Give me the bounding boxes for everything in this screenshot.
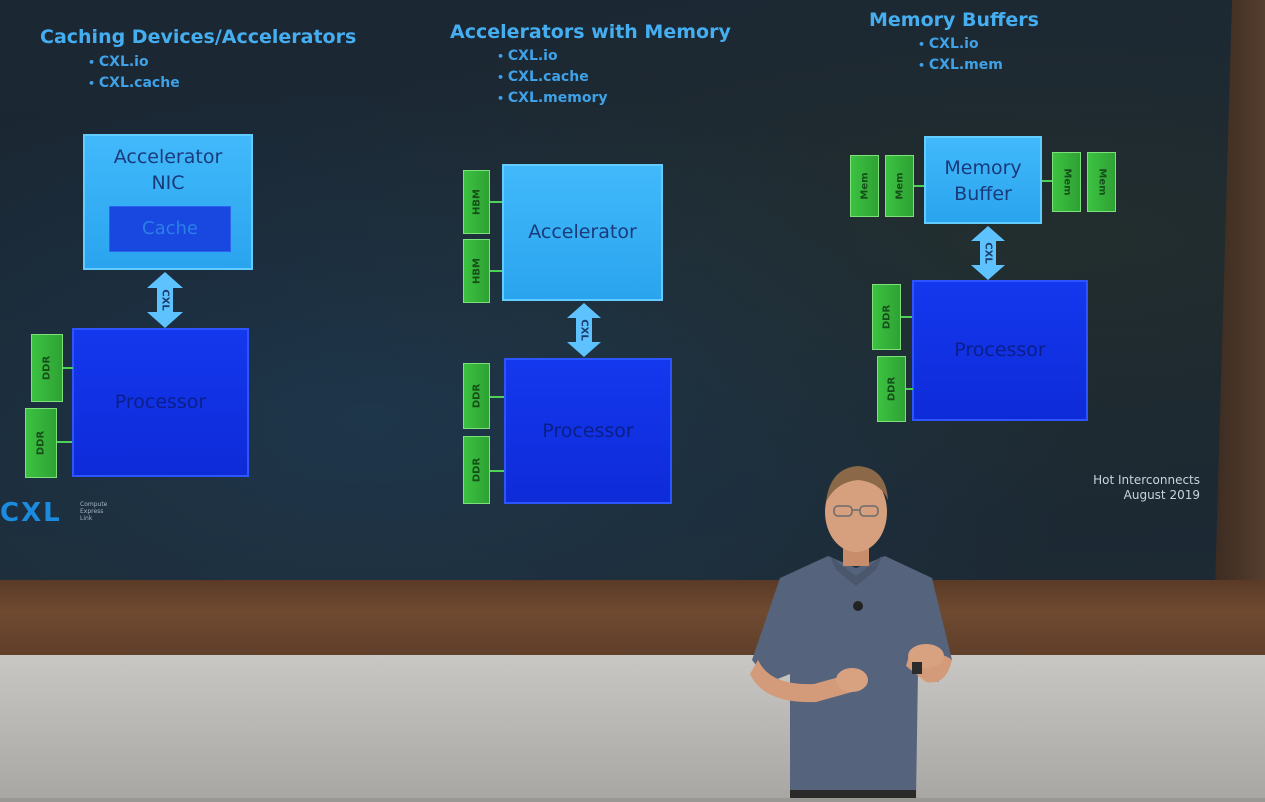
double-arrow-icon xyxy=(567,303,601,357)
module-connector xyxy=(490,470,504,472)
stage-back-wall xyxy=(0,655,1265,798)
cxl-link-arrow: CXL xyxy=(566,303,602,357)
module-label: HBM xyxy=(471,189,482,215)
speaker-silhouette xyxy=(750,466,952,798)
event-caption: Hot Interconnects August 2019 xyxy=(1060,473,1200,503)
module-connector xyxy=(914,185,924,187)
cxl-link-label: CXL xyxy=(159,289,171,311)
cxl-link-label: CXL xyxy=(982,242,994,264)
module-connector xyxy=(490,396,504,398)
ddr-module: DDR xyxy=(31,334,63,402)
module-label: DDR xyxy=(471,457,482,483)
module-label: DDR xyxy=(886,376,897,402)
logo-subtitle: Compute Express Link xyxy=(80,501,107,522)
bullet-list-memory-buffers: CXL.io CXL.mem xyxy=(918,34,1003,76)
module-label: Mem xyxy=(1096,168,1107,196)
memory-buffer-block: Memory Buffer xyxy=(924,136,1042,224)
block-label: Buffer xyxy=(954,183,1012,205)
hbm-module: HBM xyxy=(463,170,490,234)
module-connector xyxy=(490,270,502,272)
ddr-module: DDR xyxy=(463,436,490,504)
column-title-accelerators: Accelerators with Memory xyxy=(450,21,731,43)
bullet-item: CXL.cache xyxy=(88,73,180,94)
logo-wordmark: CXL xyxy=(0,498,62,528)
logo-subtitle-line: Link xyxy=(80,515,93,522)
double-arrow-icon xyxy=(971,226,1005,280)
column-title-memory-buffers: Memory Buffers xyxy=(869,9,1039,31)
bullet-list-accelerators: CXL.io CXL.cache CXL.memory xyxy=(497,46,608,109)
module-label: DDR xyxy=(471,383,482,409)
processor-block: Processor xyxy=(504,358,672,504)
hbm-module: HBM xyxy=(463,239,490,303)
logo-subtitle-line: Express xyxy=(80,508,104,515)
module-label: Mem xyxy=(894,172,905,200)
bullet-list-caching: CXL.io CXL.cache xyxy=(88,52,180,94)
cxl-logo: CXL xyxy=(0,498,62,528)
module-connector xyxy=(901,316,912,318)
accelerator-block: Accelerator xyxy=(502,164,663,301)
module-connector xyxy=(63,367,73,369)
wood-trim xyxy=(0,580,1265,660)
ddr-module: DDR xyxy=(872,284,901,350)
block-label: Memory xyxy=(944,157,1022,179)
accelerator-nic-block: Accelerator NIC Cache xyxy=(83,134,253,270)
cxl-link-label: CXL xyxy=(578,319,590,341)
block-label: Accelerator xyxy=(113,146,223,168)
bullet-item: CXL.cache xyxy=(497,67,608,88)
processor-block: Processor xyxy=(912,280,1088,421)
event-name: Hot Interconnects xyxy=(1093,473,1200,487)
bullet-item: CXL.io xyxy=(497,46,608,67)
module-connector xyxy=(57,441,72,443)
projection-screen: Caching Devices/Accelerators CXL.io CXL.… xyxy=(0,0,1232,598)
module-label: DDR xyxy=(41,355,53,381)
column-title-caching: Caching Devices/Accelerators xyxy=(40,26,357,48)
bullet-item: CXL.io xyxy=(918,34,1003,55)
mem-module: Mem xyxy=(885,155,914,217)
module-connector xyxy=(1042,180,1052,182)
logo-subtitle-line: Compute xyxy=(80,501,108,508)
bullet-item: CXL.mem xyxy=(918,55,1003,76)
cxl-link-arrow: CXL xyxy=(146,272,184,328)
block-label: NIC xyxy=(151,172,185,194)
bullet-item: CXL.io xyxy=(88,52,180,73)
processor-block: Processor xyxy=(72,328,249,477)
ddr-module: DDR xyxy=(25,408,57,478)
event-date: August 2019 xyxy=(1123,488,1200,502)
module-connector xyxy=(906,388,913,390)
cache-block: Cache xyxy=(109,206,231,252)
ddr-module: DDR xyxy=(877,356,906,422)
module-connector xyxy=(490,201,502,203)
module-label: DDR xyxy=(35,430,47,456)
mem-module: Mem xyxy=(1052,152,1081,212)
speaker-figure xyxy=(740,460,970,798)
module-label: Mem xyxy=(859,172,870,200)
cxl-link-arrow: CXL xyxy=(970,226,1006,280)
mem-module: Mem xyxy=(850,155,879,217)
ddr-module: DDR xyxy=(463,363,490,429)
module-label: HBM xyxy=(471,258,482,284)
mem-module: Mem xyxy=(1087,152,1116,212)
bullet-item: CXL.memory xyxy=(497,88,608,109)
double-arrow-icon xyxy=(147,272,183,328)
module-label: DDR xyxy=(881,304,892,330)
module-label: Mem xyxy=(1061,168,1072,196)
